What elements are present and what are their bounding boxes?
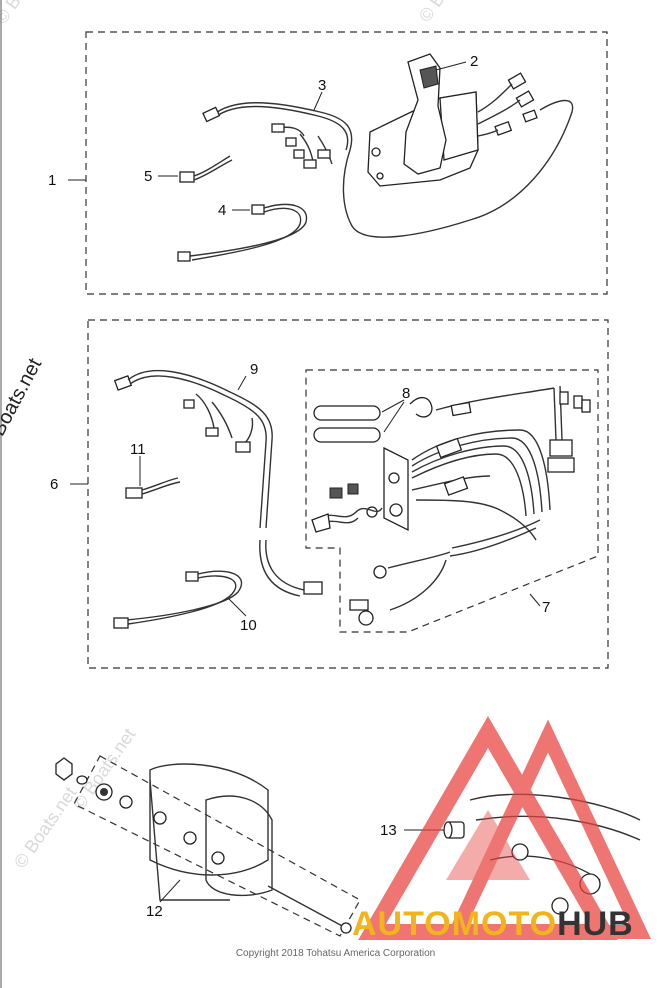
harness-10 xyxy=(113,539,323,629)
watermark-top-left: © Boats.net xyxy=(0,0,61,28)
callout-1: 1 xyxy=(48,172,56,189)
callout-11: 11 xyxy=(130,441,146,458)
remote-control-box xyxy=(367,53,479,187)
callout-2: 2 xyxy=(470,53,478,70)
watermark-top-right: © Boats.net xyxy=(415,0,485,26)
harness-9 xyxy=(113,369,273,529)
group-12-box xyxy=(73,755,361,937)
main-harness xyxy=(202,99,574,238)
lead-11 xyxy=(125,477,181,499)
leader-8b xyxy=(383,401,405,433)
harness-4 xyxy=(177,203,308,262)
keys-lanyard xyxy=(311,483,383,533)
leader-3 xyxy=(313,91,323,111)
brand-part-2: HUB xyxy=(557,905,634,943)
brand-wordmark: AUTOMOTOHUB xyxy=(352,905,634,944)
leader-12 xyxy=(159,879,181,903)
brand-logo xyxy=(358,716,652,940)
switch-panel-harness xyxy=(349,385,591,626)
callout-13: 13 xyxy=(380,822,397,839)
callout-8: 8 xyxy=(402,385,410,402)
part-13 xyxy=(443,821,465,839)
watermark-bottom-left: © Boats.net xyxy=(10,783,80,872)
callout-10: 10 xyxy=(240,617,257,634)
callout-9: 9 xyxy=(250,361,258,378)
leader-10 xyxy=(227,597,247,617)
engine-mount-outline xyxy=(149,763,273,901)
lead-5 xyxy=(179,155,233,183)
callout-5: 5 xyxy=(144,168,152,185)
callout-3: 3 xyxy=(318,77,326,94)
tubes-8 xyxy=(313,405,381,443)
callout-12: 12 xyxy=(146,903,163,920)
leader-8a xyxy=(381,399,405,413)
callout-4: 4 xyxy=(218,202,226,219)
group-1-box xyxy=(85,31,608,295)
callout-6: 6 xyxy=(50,476,58,493)
callout-7: 7 xyxy=(542,599,550,616)
copyright-text: Copyright 2018 Tohatsu America Corporati… xyxy=(235,948,436,959)
group-6-box xyxy=(87,319,609,669)
leader-9 xyxy=(237,375,247,391)
brand-part-1: AUTOMOTO xyxy=(352,905,558,943)
leader-7 xyxy=(529,593,541,607)
hardware-stack xyxy=(55,757,352,934)
leader-2 xyxy=(435,61,467,71)
box-connectors xyxy=(477,72,538,137)
